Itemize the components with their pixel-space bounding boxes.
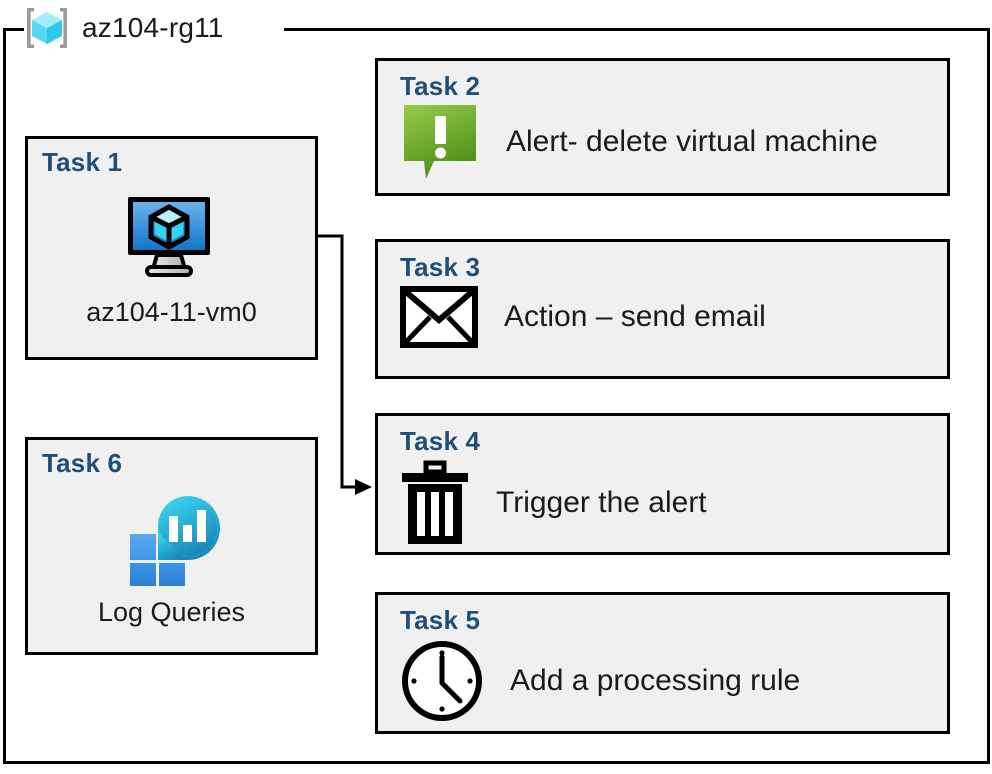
task-card-5[interactable]: Task 5 Add a processing rule bbox=[375, 592, 950, 734]
clock-icon bbox=[400, 639, 484, 723]
task-5-title: Task 5 bbox=[400, 605, 481, 635]
envelope-icon bbox=[400, 286, 478, 348]
task-card-3[interactable]: Task 3 Action – send email bbox=[375, 239, 950, 379]
task-1-title: Task 1 bbox=[42, 147, 123, 177]
resource-group-frame bbox=[3, 28, 990, 764]
task-3-title: Task 3 bbox=[400, 252, 481, 282]
task-3-caption: Action – send email bbox=[504, 300, 766, 333]
task-card-2[interactable]: Task 2 Alert- delete virtual machine bbox=[375, 58, 950, 196]
task-5-caption: Add a processing rule bbox=[510, 664, 801, 697]
task-1-caption: az104-11-vm0 bbox=[86, 297, 257, 327]
task-2-title: Task 2 bbox=[400, 71, 481, 101]
frame-header-gap bbox=[24, 20, 284, 38]
virtual-machine-icon bbox=[28, 195, 315, 281]
log-analytics-icon bbox=[28, 492, 315, 586]
task-6-caption: Log Queries bbox=[97, 597, 246, 627]
alert-exclamation-icon bbox=[400, 103, 480, 181]
task-card-4[interactable]: Task 4 Trigger the alert bbox=[375, 413, 950, 555]
task-card-1[interactable]: Task 1 bbox=[25, 136, 318, 360]
task-6-title: Task 6 bbox=[42, 448, 123, 478]
task-card-6[interactable]: Task 6 bbox=[25, 437, 318, 655]
task-4-title: Task 4 bbox=[400, 426, 481, 456]
resource-group-header: az104-rg11 bbox=[22, 4, 224, 52]
azure-resource-group-icon bbox=[22, 5, 72, 51]
task-4-caption: Trigger the alert bbox=[496, 486, 707, 519]
trash-delete-icon bbox=[400, 460, 470, 546]
task-2-caption: Alert- delete virtual machine bbox=[506, 125, 878, 158]
resource-group-name: az104-rg11 bbox=[82, 12, 224, 43]
